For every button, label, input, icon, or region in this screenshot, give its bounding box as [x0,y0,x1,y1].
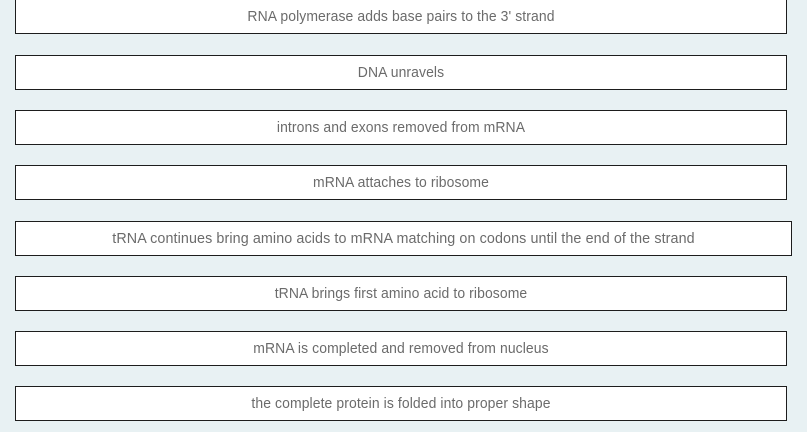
list-item[interactable]: DNA unravels [15,55,787,90]
list-item[interactable]: RNA polymerase adds base pairs to the 3'… [15,0,787,34]
list-item-label: tRNA continues bring amino acids to mRNA… [112,230,695,247]
list-item[interactable]: mRNA is completed and removed from nucle… [15,331,787,366]
list-item-label: the complete protein is folded into prop… [251,395,551,412]
list-item-label: RNA polymerase adds base pairs to the 3'… [247,8,555,25]
list-item-label: mRNA is completed and removed from nucle… [253,340,549,357]
list-item[interactable]: the complete protein is folded into prop… [15,386,787,421]
list-item[interactable]: mRNA attaches to ribosome [15,165,787,200]
list-item-label: DNA unravels [357,64,445,81]
list-item-label: introns and exons removed from mRNA [276,119,526,136]
list-item[interactable]: tRNA continues bring amino acids to mRNA… [15,221,792,256]
list-item-label: mRNA attaches to ribosome [312,174,490,191]
list-item[interactable]: introns and exons removed from mRNA [15,110,787,145]
list-item-label: tRNA brings first amino acid to ribosome [274,285,528,302]
list-item[interactable]: tRNA brings first amino acid to ribosome [15,276,787,311]
